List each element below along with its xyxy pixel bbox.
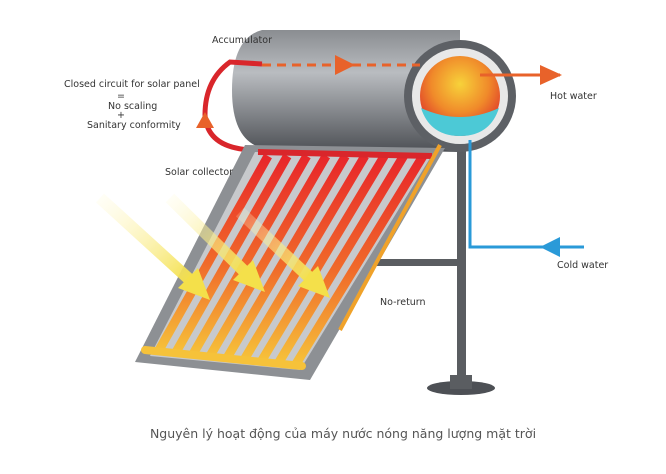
label-sanitary: Sanitary conformity <box>87 120 181 131</box>
cold-water-arrow-icon <box>540 237 560 257</box>
collector-tube <box>274 153 408 365</box>
collector-tube <box>188 153 311 358</box>
label-equals: = <box>117 91 125 102</box>
label-hot-water: Hot water <box>550 91 597 102</box>
flow-arrow-icon <box>335 55 355 75</box>
label-no-scaling: No scaling <box>108 101 157 112</box>
stand <box>372 150 495 395</box>
sun-arrow-icon <box>298 266 330 298</box>
collector-tube <box>240 153 369 362</box>
collector-tube <box>292 153 427 367</box>
sun-rays <box>95 193 330 300</box>
caption: Nguyên lý hoạt động của máy nước nóng nă… <box>150 426 536 441</box>
hot-water-arrow-icon <box>540 65 562 85</box>
collector-tube <box>257 153 389 364</box>
no-return-pipe <box>338 144 442 331</box>
collector-tube <box>205 153 331 359</box>
sun-arrow-icon <box>233 260 265 292</box>
label-solar-collector: Solar collector <box>165 167 233 178</box>
cold-water-pipe <box>468 140 584 249</box>
label-plus: + <box>117 110 125 121</box>
collector-tube <box>154 153 272 355</box>
accumulator-tank <box>232 30 516 152</box>
sun-arrow-icon <box>178 268 210 300</box>
circuit-arrow-icon <box>196 112 214 128</box>
label-no-return: No-return <box>380 297 426 308</box>
label-accumulator: Accumulator <box>212 35 272 46</box>
label-cold-water: Cold water <box>557 260 608 271</box>
label-closed-circuit: Closed circuit for solar panel <box>64 79 200 90</box>
